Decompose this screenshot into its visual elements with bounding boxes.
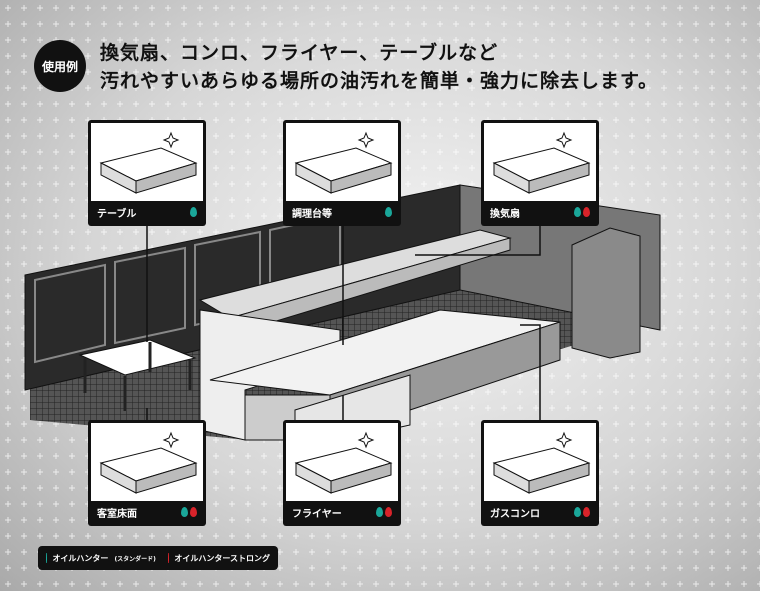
strong-drop-icon <box>583 207 590 217</box>
panel-label: ガスコンロ <box>490 508 540 520</box>
panel-illustration <box>286 423 398 501</box>
headline-line1: 換気扇、コンロ、フライヤー、テーブルなど <box>100 42 499 64</box>
legend-standard-label: オイルハンター <box>52 553 109 563</box>
callout-panel: 客室床面 <box>88 420 206 526</box>
callout-panel: フライヤー <box>283 420 401 526</box>
panel-label: 調理台等 <box>292 208 332 220</box>
panel-label: 換気扇 <box>490 208 520 220</box>
panel-illustration <box>91 423 203 501</box>
panel-label: テーブル <box>97 208 137 220</box>
panel-illustration <box>286 123 398 201</box>
strong-drop-icon <box>583 507 590 517</box>
panel-illustration <box>484 123 596 201</box>
standard-drop-icon <box>190 207 197 217</box>
legend-strong-label: オイルハンターストロング <box>174 553 270 563</box>
panel-illustration <box>91 123 203 201</box>
standard-drop-icon <box>181 507 188 517</box>
legend-standard-sub: (スタンダード) <box>114 555 156 563</box>
callout-panel: テーブル <box>88 120 206 226</box>
usage-example-badge: 使用例 <box>34 40 86 92</box>
callout-panel: ガスコンロ <box>481 420 599 526</box>
standard-drop-icon <box>574 507 581 517</box>
panel-label: 客室床面 <box>97 508 137 520</box>
legend: オイルハンター (スタンダード) オイルハンターストロング <box>38 546 278 570</box>
standard-drop-icon <box>385 207 392 217</box>
callout-panel: 調理台等 <box>283 120 401 226</box>
standard-drop-icon <box>376 507 383 517</box>
strong-drop-icon <box>385 507 392 517</box>
standard-drop-icon <box>574 207 581 217</box>
callout-panel: 換気扇 <box>481 120 599 226</box>
panel-label: フライヤー <box>292 508 342 520</box>
strong-drop-icon <box>190 507 197 517</box>
headline-line2: 汚れやすいあらゆる場所の油汚れを簡単・強力に除去します。 <box>100 70 659 92</box>
panel-illustration <box>484 423 596 501</box>
